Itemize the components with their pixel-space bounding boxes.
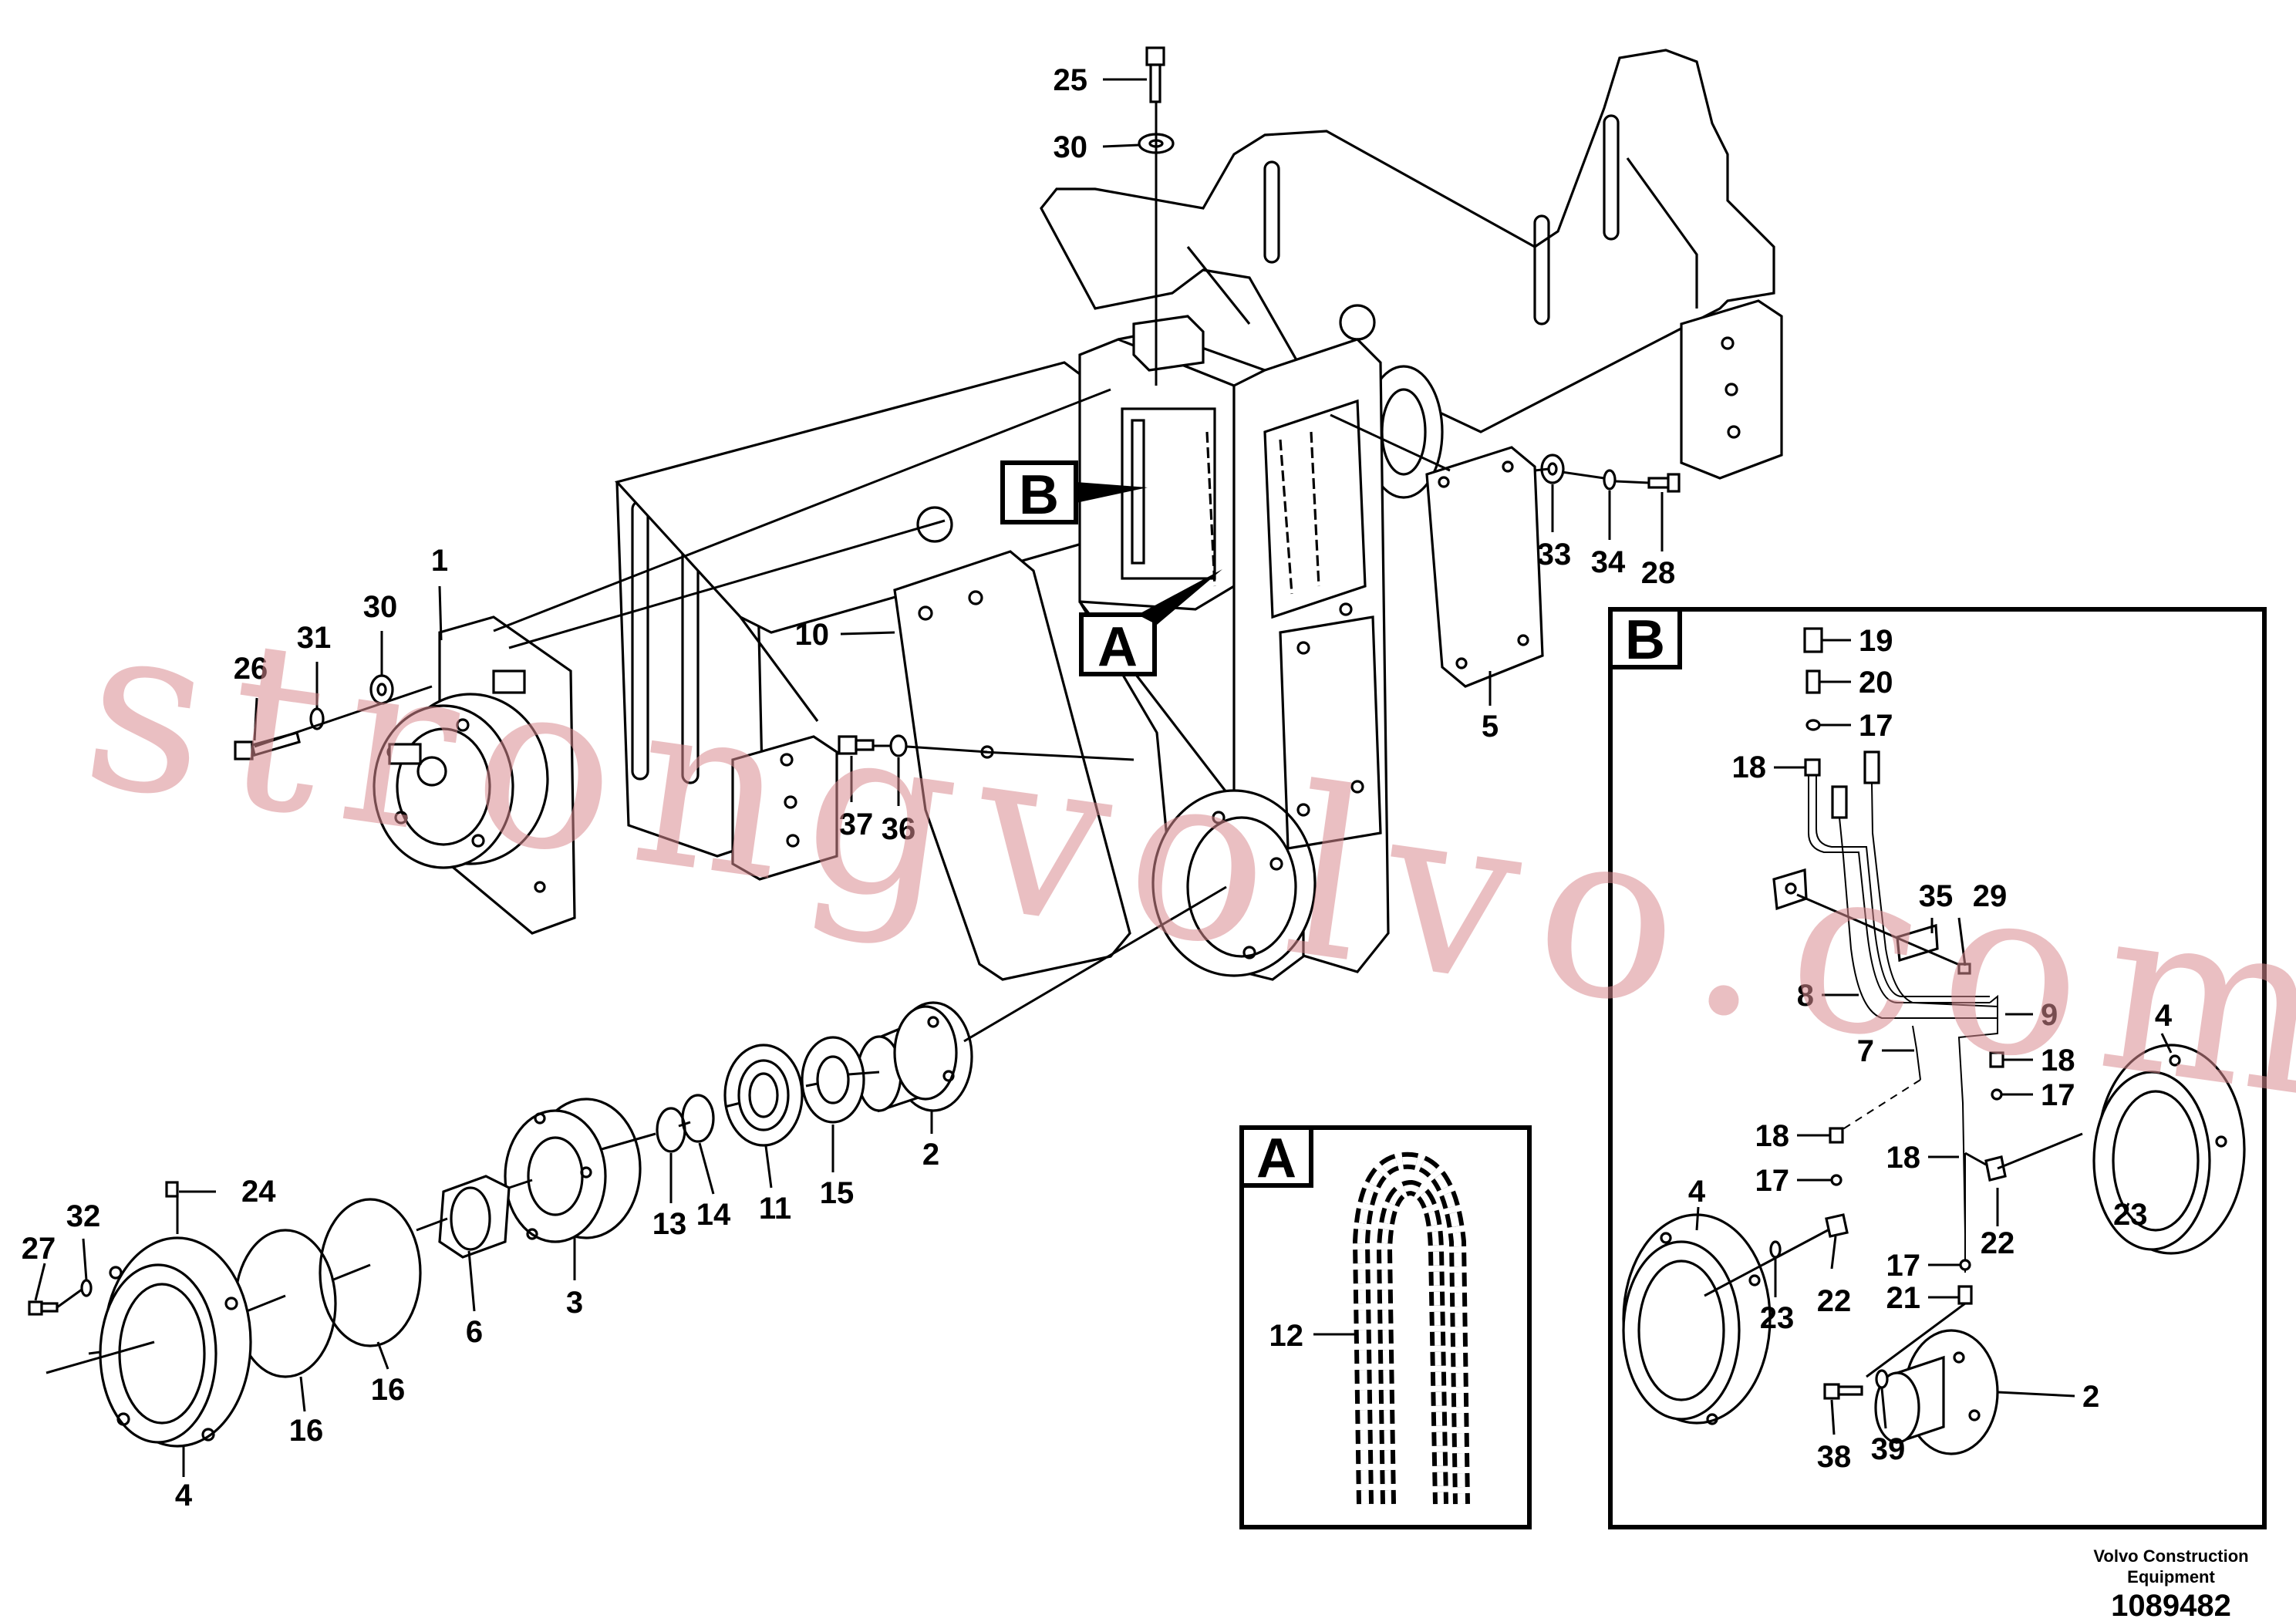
motor-assembly (373, 615, 576, 935)
part-label: 4 (175, 1479, 193, 1512)
part-label: 39 (1871, 1432, 1906, 1466)
part-label: 2 (2082, 1380, 2099, 1414)
part-label: 4 (1688, 1175, 1706, 1209)
axle-stack (99, 1001, 973, 1448)
main-leader-lines (46, 102, 1650, 1374)
part-label: 30 (1054, 130, 1088, 164)
part-label: 36 (882, 812, 916, 846)
part-label: 14 (696, 1198, 731, 1232)
detail-a-label: A (1256, 1128, 1296, 1189)
part-label: 34 (1591, 545, 1626, 579)
detail-b-label: B (1625, 609, 1665, 671)
part-label: 21 (1886, 1281, 1921, 1315)
part-label: 31 (297, 621, 332, 655)
part-label: 28 (1641, 556, 1676, 590)
part-label: 6 (466, 1315, 483, 1349)
part-label: 5 (1482, 710, 1499, 744)
part-label: 32 (66, 1199, 101, 1233)
part-label: 7 (1857, 1034, 1874, 1068)
part-label: 17 (2041, 1078, 2075, 1112)
part-label: 29 (1973, 879, 2008, 913)
part-label: 22 (1981, 1226, 2015, 1260)
part-label: 27 (22, 1232, 56, 1266)
part-label: 35 (1919, 879, 1954, 913)
footer: Volvo Construction Equipment 1089482 (2093, 1546, 2248, 1622)
part-label: 30 (363, 590, 398, 624)
callout-box-b: B (1000, 460, 1148, 526)
part-label: 12 (1269, 1319, 1304, 1353)
part-label: 17 (1755, 1164, 1790, 1198)
callout-box-a: A (1079, 569, 1222, 678)
part-label: 24 (241, 1175, 276, 1209)
part-label: 26 (234, 652, 268, 686)
part-label: 18 (1732, 750, 1767, 784)
part-label: 16 (289, 1414, 324, 1448)
part-label: 17 (1886, 1249, 1921, 1283)
main-label-ticks (34, 78, 1664, 1477)
part-label: 33 (1537, 538, 1572, 572)
part-label: 8 (1797, 979, 1814, 1013)
part-label: 15 (820, 1176, 855, 1210)
part-label: 19 (1859, 624, 1893, 658)
part-label: 37 (839, 808, 874, 841)
cover-plate (1425, 446, 1544, 688)
part-label: 1 (431, 544, 448, 578)
drawing-number: 1089482 (2111, 1589, 2231, 1622)
company-line-1: Volvo Construction (2093, 1546, 2248, 1566)
housing-chain (1205, 431, 1320, 595)
part-label: 10 (795, 618, 830, 652)
guard-plate (893, 550, 1131, 981)
part-label: 23 (2113, 1198, 2148, 1232)
part-label: 9 (2041, 998, 2058, 1032)
callout-a-label: A (1097, 616, 1138, 678)
part-label: 22 (1817, 1284, 1852, 1318)
main-part-labels: 25 30 1 26 31 30 10 37 36 33 34 28 5 2 1… (22, 63, 1676, 1512)
callout-b-label: B (1019, 464, 1059, 526)
part-label: 38 (1817, 1440, 1852, 1474)
part-label: 25 (1054, 63, 1088, 97)
company-line-2: Equipment (2127, 1567, 2215, 1587)
part-label: 23 (1760, 1301, 1795, 1335)
detail-a-box: A 12 (1239, 1125, 1532, 1529)
part-label: 3 (566, 1286, 583, 1320)
part-label: 20 (1859, 666, 1893, 700)
detail-b-box: B (1608, 607, 2267, 1529)
part-label: 11 (759, 1192, 791, 1226)
watermark: strongvolvo.com (71, 568, 2296, 1152)
part-label: 16 (371, 1373, 406, 1407)
part-label: 18 (1886, 1141, 1921, 1175)
part-label: 18 (2041, 1044, 2075, 1077)
part-label: 2 (922, 1138, 939, 1172)
part-label: 18 (1755, 1119, 1790, 1153)
fasteners (28, 46, 1681, 1316)
part-label: 4 (2155, 999, 2173, 1033)
part-label: 13 (652, 1207, 687, 1241)
part-label: 17 (1859, 709, 1893, 743)
